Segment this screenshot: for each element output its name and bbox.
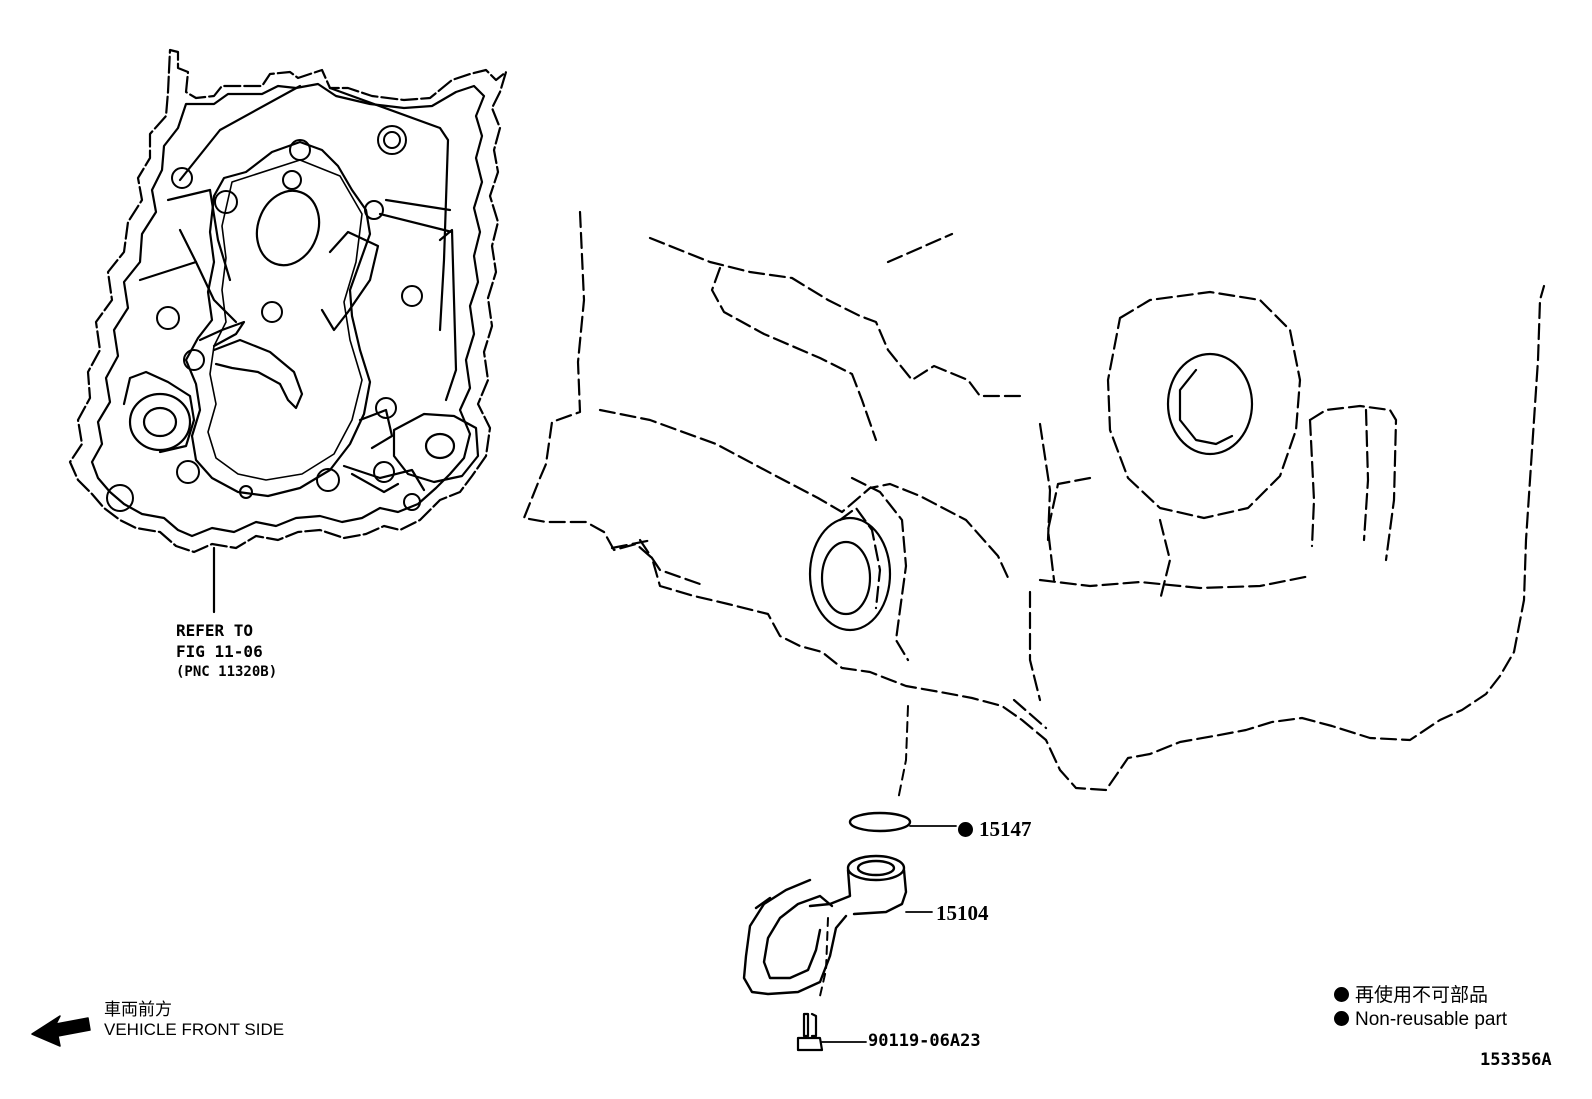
reference-line-2: FIG 11-06: [176, 642, 263, 661]
oil-strainer-part[interactable]: [742, 854, 933, 997]
non-reusable-dot-icon: [958, 822, 973, 837]
legend-english-row: Non-reusable part: [1334, 1008, 1507, 1032]
part-number-15104: 15104: [936, 901, 989, 925]
front-direction-arrow-icon: [31, 1015, 91, 1047]
vehicle-front-label: 車両前方 VEHICLE FRONT SIDE: [104, 1000, 284, 1040]
reference-line-1: REFER TO: [176, 621, 254, 640]
illustration-id: 153356A: [1480, 1050, 1552, 1070]
part-label-15104[interactable]: 15104: [936, 901, 989, 926]
vehicle-front-english: VEHICLE FRONT SIDE: [104, 1020, 285, 1039]
part-number-15147: 15147: [979, 817, 1032, 841]
reference-line-3: (PNC 11320B): [176, 664, 278, 680]
cover-bolt-holes: [106, 125, 423, 512]
part-label-15147[interactable]: 15147: [958, 817, 1032, 842]
reference-note: REFER TO FIG 11-06 (PNC 11320B): [176, 620, 277, 683]
legend-dot-icon: [1334, 987, 1349, 1002]
legend-japanese: 再使用不可部品: [1355, 985, 1489, 1006]
vehicle-front-japanese: 車両前方: [104, 1000, 172, 1019]
engine-block-ports: [808, 352, 1254, 632]
legend-english: Non-reusable part: [1355, 1009, 1508, 1030]
legend-dot-icon: [1334, 1011, 1349, 1026]
legend: 再使用不可部品 Non-reusable part: [1334, 984, 1507, 1032]
legend-japanese-row: 再使用不可部品: [1334, 984, 1507, 1008]
timing-chain-cover-outline: [68, 48, 508, 614]
part-label-90119-06A23[interactable]: 90119-06A23: [868, 1031, 981, 1051]
part-number-90119-06A23: 90119-06A23: [868, 1031, 981, 1051]
bolt-part[interactable]: [796, 1012, 867, 1052]
engine-block-outline: [522, 210, 1546, 792]
o-ring-part[interactable]: [848, 705, 957, 833]
